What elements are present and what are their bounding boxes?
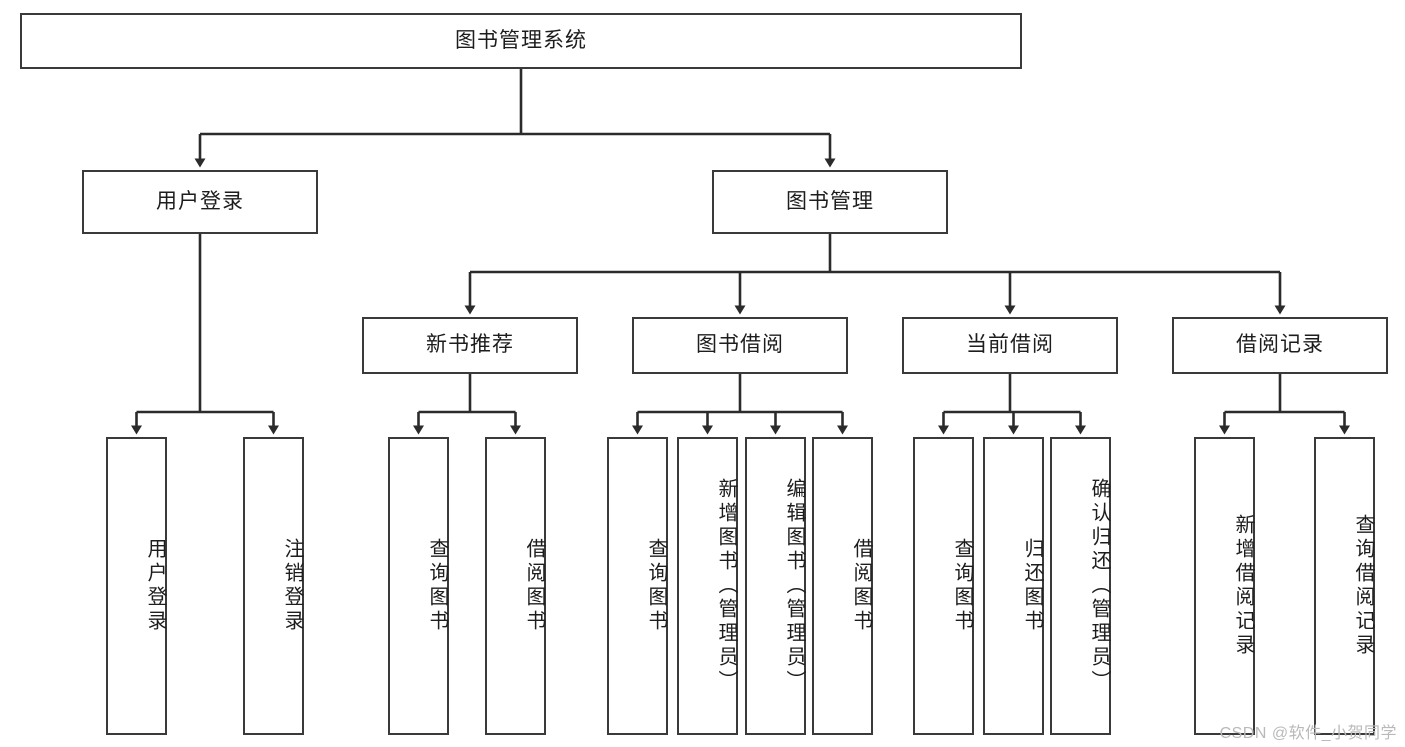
node-leaf-add-record-label: 新增借阅记录 [1232, 514, 1254, 658]
node-root[interactable]: 图书管理系统 [20, 13, 1022, 69]
node-leaf-user-login[interactable]: 用户登录 [106, 437, 167, 735]
node-new-book-rec[interactable]: 新书推荐 [362, 317, 578, 374]
node-leaf-borrow-book-1-label: 借阅图书 [523, 538, 545, 634]
node-leaf-return-book-label: 归还图书 [1021, 538, 1043, 634]
node-leaf-return-book[interactable]: 归还图书 [983, 437, 1044, 735]
node-leaf-borrow-book-2[interactable]: 借阅图书 [812, 437, 873, 735]
node-leaf-edit-book[interactable]: 编辑图书（管理员） [745, 437, 806, 735]
node-leaf-add-book[interactable]: 新增图书（管理员） [677, 437, 738, 735]
node-book-borrow-label: 图书借阅 [696, 333, 784, 357]
node-leaf-query-book-1[interactable]: 查询图书 [388, 437, 449, 735]
node-leaf-query-book-2-label: 查询图书 [645, 538, 667, 634]
node-book-borrow[interactable]: 图书借阅 [632, 317, 848, 374]
node-book-manage-label: 图书管理 [786, 189, 874, 213]
node-current-borrow[interactable]: 当前借阅 [902, 317, 1118, 374]
node-new-book-rec-label: 新书推荐 [426, 333, 514, 357]
node-leaf-user-logout[interactable]: 注销登录 [243, 437, 304, 735]
node-leaf-query-record-label: 查询借阅记录 [1352, 514, 1374, 658]
node-leaf-borrow-book-1[interactable]: 借阅图书 [485, 437, 546, 735]
node-leaf-query-book-1-label: 查询图书 [426, 538, 448, 634]
node-leaf-add-book-label: 新增图书（管理员） [715, 478, 737, 694]
node-leaf-add-record[interactable]: 新增借阅记录 [1194, 437, 1255, 735]
node-leaf-user-logout-label: 注销登录 [281, 538, 303, 634]
node-leaf-query-book-2[interactable]: 查询图书 [607, 437, 668, 735]
node-leaf-user-login-label: 用户登录 [144, 538, 166, 634]
watermark-label: CSDN @软件_小贺同学 [1219, 725, 1397, 742]
node-root-label: 图书管理系统 [455, 28, 587, 52]
node-borrow-record-label: 借阅记录 [1236, 333, 1324, 357]
node-leaf-confirm-return-label: 确认归还（管理员） [1088, 478, 1110, 694]
node-leaf-query-book-3-label: 查询图书 [951, 538, 973, 634]
node-user-login-label: 用户登录 [156, 189, 244, 213]
node-user-login[interactable]: 用户登录 [82, 170, 318, 234]
node-leaf-query-record[interactable]: 查询借阅记录 [1314, 437, 1375, 735]
node-borrow-record[interactable]: 借阅记录 [1172, 317, 1388, 374]
node-current-borrow-label: 当前借阅 [966, 333, 1054, 357]
node-leaf-edit-book-label: 编辑图书（管理员） [783, 478, 805, 694]
node-leaf-borrow-book-2-label: 借阅图书 [850, 538, 872, 634]
node-leaf-query-book-3[interactable]: 查询图书 [913, 437, 974, 735]
node-leaf-confirm-return[interactable]: 确认归还（管理员） [1050, 437, 1111, 735]
node-book-manage[interactable]: 图书管理 [712, 170, 948, 234]
